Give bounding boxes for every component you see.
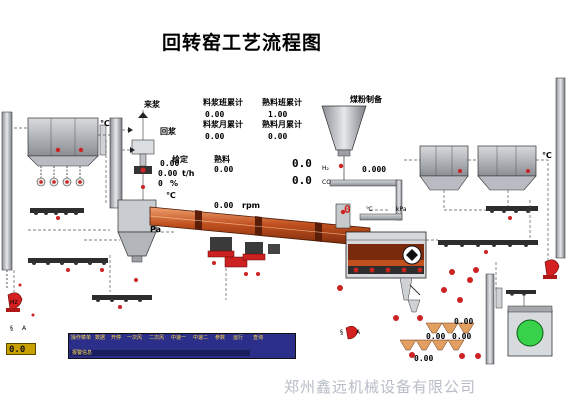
- kiln-speed-value: 0.00: [214, 201, 234, 210]
- cooler-red-fans: [337, 267, 481, 359]
- slurry-month-total-value: 0.00: [205, 132, 225, 141]
- menu-item-4[interactable]: 二次风: [149, 335, 165, 341]
- menu-item-8[interactable]: 运行: [233, 335, 244, 341]
- menu-item-5[interactable]: 中速一: [171, 335, 187, 341]
- feed-value-2-unit: t/h: [182, 169, 195, 178]
- status-bar: 报警信息: [70, 350, 250, 356]
- page-title: 回转窑工艺流程图: [162, 32, 323, 54]
- left-chimney: [1, 111, 13, 271]
- slurry-in-label: 来浆: [144, 100, 160, 109]
- feed-value-3: 0: [158, 179, 163, 188]
- left-temp-unit: ℃: [100, 119, 110, 128]
- right-conveyor-bottom: [506, 290, 536, 296]
- clinker-silo: [507, 296, 553, 357]
- kiln-speed-unit: rpm: [242, 201, 261, 210]
- left-exhaust-fan: [6, 292, 23, 312]
- left-s-label: §: [10, 325, 13, 332]
- kiln-supports: [207, 237, 280, 276]
- menu-item-2[interactable]: 开停: [111, 335, 122, 341]
- arrow-marks: [128, 127, 135, 153]
- cooler-value-1: 0.00: [426, 332, 446, 341]
- coal-kpa-unit: kPa: [396, 206, 407, 213]
- slurry-feed-tank: [131, 110, 155, 200]
- left-fans: [36, 166, 85, 187]
- grate-cooler: [345, 231, 427, 279]
- left-status-dot-2: [31, 313, 35, 317]
- right-conveyor-upper: [486, 206, 538, 220]
- setpoint-label: 给定: [172, 155, 188, 164]
- coal-flow-value: 0.000: [362, 165, 387, 174]
- left-screw-conveyor-upper: [30, 208, 84, 220]
- cooler-a-label: A: [356, 329, 361, 336]
- clinker-shift-total-label: 熟料班累计: [262, 98, 302, 107]
- coal-h2-label: H₂: [322, 165, 329, 172]
- slurry-return-label: 回浆: [160, 127, 176, 136]
- cooler-value-4: 0.00: [454, 317, 474, 326]
- coal-big-value-2: 0.0: [292, 174, 312, 187]
- right-dust-collector-2: [477, 145, 537, 191]
- menu-item-0[interactable]: 操作菜单: [71, 335, 92, 341]
- right-conveyor-lower: [438, 240, 538, 254]
- coal-hopper: [321, 105, 367, 180]
- menu-item-3[interactable]: 一次风: [127, 335, 143, 341]
- cooler-outlets: [399, 277, 421, 313]
- clinker-month-total-value: 0.00: [268, 132, 288, 141]
- coal-prep-label: 煤粉制备: [350, 95, 382, 104]
- feed-value-2: 0.00: [158, 169, 178, 178]
- menu-item-6[interactable]: 中速二: [193, 335, 209, 341]
- clinker-shift-total-value: 1.00: [268, 110, 288, 119]
- kiln-pressure-label: Pa: [150, 225, 162, 234]
- coal-temp-unit: ℃: [366, 206, 373, 213]
- slurry-shift-total-label: 料浆班累计: [203, 98, 243, 107]
- left-bottom-conveyor: [92, 295, 152, 309]
- bucket-elevator: [485, 273, 503, 365]
- clinker-label: 熟料: [214, 155, 230, 164]
- feed-value-1: 0.00: [160, 159, 180, 168]
- status-text: 报警信息: [72, 350, 93, 356]
- kiln-zero-mark: 0: [344, 203, 351, 216]
- left-readout: 0.0: [6, 343, 36, 355]
- right-temp-unit: ℃: [542, 151, 552, 160]
- clinker-month-total-label: 熟料月累计: [262, 120, 302, 129]
- feed-value-3-unit: %: [170, 179, 179, 188]
- company-watermark: 郑州鑫远机械设备有限公司: [284, 378, 477, 396]
- left-screw-conveyor-lower: [28, 258, 108, 272]
- slurry-month-total-label: 料浆月累计: [203, 120, 243, 129]
- slurry-shift-total-value: 0.00: [205, 110, 225, 119]
- cooler-value-3: 0.00: [414, 354, 434, 363]
- right-dust-collector-1: [419, 145, 469, 191]
- left-status-dot: [18, 283, 22, 287]
- clinker-value: 0.00: [214, 165, 234, 174]
- left-hz-label: Hz: [10, 299, 18, 306]
- coal-co-label: CO: [322, 179, 331, 186]
- cooler-value-2: 0.00: [452, 332, 472, 341]
- coal-pipe: [329, 179, 403, 221]
- cooler-fan-cones: [399, 322, 475, 351]
- cooler-s-label: §: [340, 329, 343, 336]
- coal-big-value-1: 0.0: [292, 157, 312, 170]
- left-a-label: A: [22, 325, 27, 332]
- left-dashed-ducts: [13, 127, 120, 292]
- menu-item-7[interactable]: 参数: [215, 335, 226, 341]
- left-dust-collector: [27, 117, 107, 167]
- right-chimney: [543, 77, 566, 279]
- kiln-head: [335, 203, 351, 229]
- menu-item-1[interactable]: 数据: [95, 335, 106, 341]
- menu-item-9[interactable]: 查询: [253, 335, 264, 341]
- feed-temp-unit: ℃: [166, 191, 176, 200]
- right-dashed-ducts: [404, 159, 549, 290]
